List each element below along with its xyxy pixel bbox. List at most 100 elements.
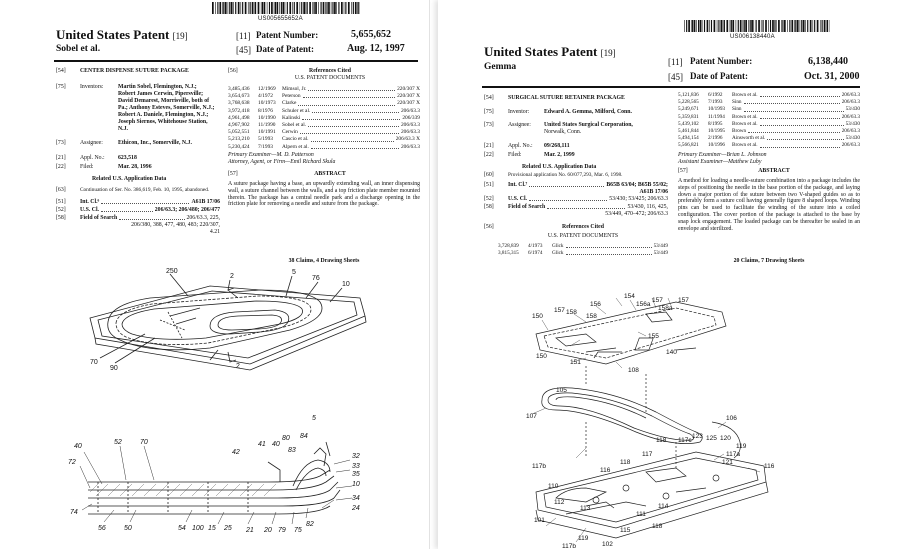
inventor: Edward A. Gemma, Milford, Conn.	[544, 109, 632, 115]
abstract-text: A suture package having a base, an upwar…	[228, 181, 420, 208]
exploded-fig-label: 117	[642, 451, 653, 458]
barcode-bar	[315, 2, 317, 14]
fig2-label: 20	[263, 527, 272, 534]
assignee: United States Surgical Corporation,	[544, 122, 633, 128]
inventor-short: Gemma	[484, 62, 517, 72]
barcode-bar	[338, 2, 340, 14]
appl-no: 623,518	[118, 155, 137, 161]
figure-1-drawing: 250 2 5 76 10 70 90 2	[89, 268, 367, 372]
ref-name: Sinn	[732, 99, 742, 106]
ref-date: 11/1990	[258, 122, 276, 129]
barcode-bar	[224, 2, 227, 14]
exploded-fig-label: 157	[678, 297, 689, 304]
ref-name: Glick	[552, 243, 564, 249]
refs-heading: References Cited	[309, 68, 351, 74]
filed-date: Mar. 2, 1999	[544, 152, 575, 158]
barcode-bar	[706, 20, 709, 32]
exploded-fig-label: 118	[620, 459, 631, 466]
barcode-bar	[698, 20, 700, 32]
exploded-fig-label: 112	[554, 499, 565, 506]
barcode-bar	[320, 2, 322, 14]
barcode-bar	[821, 20, 823, 32]
assignee: Ethicon, Inc., Somerville, N.J.	[118, 140, 192, 146]
fig2-label: 15	[208, 525, 216, 532]
barcode-bar	[328, 2, 330, 14]
barcode-bar	[309, 2, 311, 14]
barcode-bar	[762, 20, 764, 32]
figure-2-drawing: 5 40 52 70 41 40 80 84 42 83 32 33 72 35…	[68, 415, 360, 534]
barcode-bar	[249, 2, 251, 14]
fig2-label: 34	[352, 495, 360, 502]
patent-title: United States Patent [19]	[56, 27, 188, 42]
patent-number-label: Patent Number:	[690, 56, 753, 66]
fig1-label: 70	[90, 359, 98, 366]
fig2-label: 21	[245, 527, 254, 534]
barcode-bar	[795, 20, 797, 32]
ref-date: 6/1974	[528, 250, 543, 257]
ref-number: 3,972,418	[228, 107, 250, 114]
fig2-label: 74	[70, 509, 78, 516]
ref-class: 206/63.3	[400, 143, 420, 150]
barcode-bar	[313, 2, 315, 14]
barcode-bar	[703, 20, 706, 32]
filed-date: Mar. 28, 1996	[118, 164, 152, 170]
barcode-bar	[801, 20, 803, 32]
barcode-bar	[696, 20, 697, 32]
fig1-label: 2	[230, 273, 234, 280]
barcode-bar	[781, 20, 782, 32]
barcode-bar	[358, 2, 360, 14]
fig2-label: 10	[352, 481, 360, 488]
fig2-label: 54	[178, 525, 186, 532]
barcode-bar	[778, 20, 780, 32]
ref-name: Schuler et al.	[282, 107, 311, 114]
ref-name: Sinn	[732, 106, 742, 113]
exploded-fig-label: 140	[666, 349, 677, 356]
barcode-bar	[784, 20, 786, 32]
exploded-fig-label: 158a	[658, 305, 673, 312]
exploded-fig-label: 151	[570, 359, 581, 366]
barcode-bar	[347, 2, 350, 14]
barcode-bar	[322, 2, 325, 14]
barcode-bar	[289, 2, 292, 14]
related-heading: Related U.S. Application Data	[92, 176, 167, 182]
barcode-bar	[749, 20, 751, 32]
exploded-fig-label: 117b	[532, 463, 546, 470]
provisional: Provisional application No. 60/077,293, …	[508, 172, 623, 178]
barcode-bar	[330, 2, 332, 14]
barcode-bar	[222, 2, 223, 14]
barcode-bar	[334, 2, 336, 14]
barcode-bar	[755, 20, 757, 32]
ref-name: Glick	[552, 250, 564, 257]
barcode-bar	[223, 2, 225, 14]
barcode-bar	[305, 2, 307, 14]
barcode-bar	[809, 20, 812, 32]
int-cl: A61B 17/06	[191, 199, 220, 205]
barcode-bar	[819, 20, 821, 32]
related-heading: Related U.S. Application Data	[522, 164, 597, 170]
exploded-fig-label: 117c	[678, 437, 692, 444]
barcode-bar	[271, 2, 273, 14]
assistant-examiner: Assistant Examiner—Matthew Luby	[678, 159, 762, 165]
barcode-bar	[345, 2, 347, 14]
ref-class: 206/63.3	[841, 99, 860, 106]
barcode-bar	[825, 20, 827, 32]
barcode-bar	[230, 2, 233, 14]
exploded-fig-label: 107	[526, 413, 537, 420]
barcode-bar	[253, 2, 255, 14]
barcode-bar	[716, 20, 718, 32]
fig2-label: 25	[223, 525, 232, 532]
barcode-bar	[690, 20, 692, 32]
ref-number: 4,967,902	[228, 122, 250, 129]
barcode-number: US006138440A	[730, 34, 775, 40]
fig2-label: 40	[74, 443, 82, 450]
exploded-fig-label: 156	[590, 301, 601, 308]
claims-count: 20 Claims, 7 Drawing Sheets	[733, 258, 805, 264]
fig2-label: 33	[352, 463, 360, 470]
fig1-label: 10	[342, 281, 350, 288]
